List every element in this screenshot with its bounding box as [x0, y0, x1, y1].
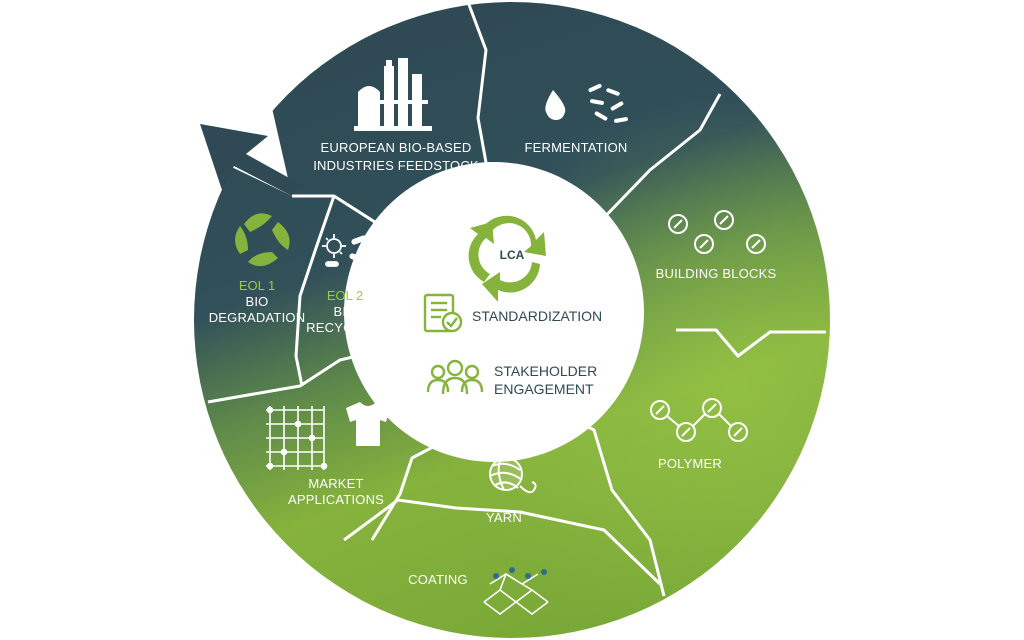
eol2-label-line2: RECYCLING: [306, 320, 384, 335]
segment-coating: COATING: [408, 567, 549, 615]
polymer-label: POLYMER: [658, 456, 722, 471]
t-shirt-icon: [346, 402, 390, 446]
leaf-chain-icon: [650, 398, 748, 442]
droplet-bacteria-icon: [545, 83, 628, 123]
eol2-label-line1: BIO: [334, 304, 357, 319]
segment-yarn: YARN: [486, 457, 537, 525]
market-label-line1: MARKET: [308, 476, 363, 491]
yarn-ball-icon: [489, 457, 537, 494]
eol2-tag: EOL 2: [327, 288, 363, 303]
fermentation-label: FERMENTATION: [524, 140, 627, 155]
people-group-icon: [426, 359, 484, 395]
segment-building-blocks: BUILDING BLOCKS: [656, 210, 777, 281]
stakeholder-item: STAKEHOLDER ENGAGEMENT: [426, 359, 597, 397]
segment-feedstock: EUROPEAN BIO-BASED INDUSTRIES FEEDSTOCK: [313, 58, 479, 173]
factory-icon: [354, 58, 432, 131]
standardization-item: STANDARDIZATION: [423, 293, 602, 333]
segment-eol2: EOL 2 BIO RECYCLING: [306, 234, 384, 335]
coating-mesh-icon: [483, 573, 549, 615]
building-blocks-label: BUILDING BLOCKS: [656, 266, 777, 281]
recycle-arrows-icon: [468, 215, 546, 302]
segment-eol1: EOL 1 BIO DEGRADATION: [209, 213, 306, 325]
coating-droplets: [493, 567, 547, 579]
fabric-mesh-icon: [266, 406, 328, 470]
leaf-molecules-icon: [668, 210, 766, 254]
market-label-line2: APPLICATIONS: [288, 492, 384, 507]
recycle-leaves-icon: [235, 213, 290, 267]
feedstock-label-line1: EUROPEAN BIO-BASED: [321, 140, 472, 155]
eol1-label-line2: DEGRADATION: [209, 310, 306, 325]
document-check-icon: [423, 293, 463, 333]
coating-label: COATING: [408, 572, 468, 587]
segment-market: MARKET APPLICATIONS: [266, 402, 390, 507]
eol1-label-line1: BIO: [246, 294, 269, 309]
segment-fermentation: FERMENTATION: [524, 83, 628, 155]
segment-polymer: POLYMER: [650, 398, 748, 471]
center-disk: [344, 162, 644, 462]
eol1-tag: EOL 1: [239, 278, 275, 293]
yarn-label: YARN: [486, 510, 522, 525]
standardization-label: STANDARDIZATION: [472, 308, 602, 324]
microbe-icon: [322, 234, 371, 267]
feedstock-label-line2: INDUSTRIES FEEDSTOCK: [313, 158, 479, 173]
stakeholder-label-line2: ENGAGEMENT: [494, 381, 594, 397]
lca-label: LCA: [500, 248, 525, 262]
cycle-arrow: [200, 124, 300, 196]
lca-emblem: LCA: [468, 215, 546, 302]
stakeholder-label-line1: STAKEHOLDER: [494, 363, 597, 379]
